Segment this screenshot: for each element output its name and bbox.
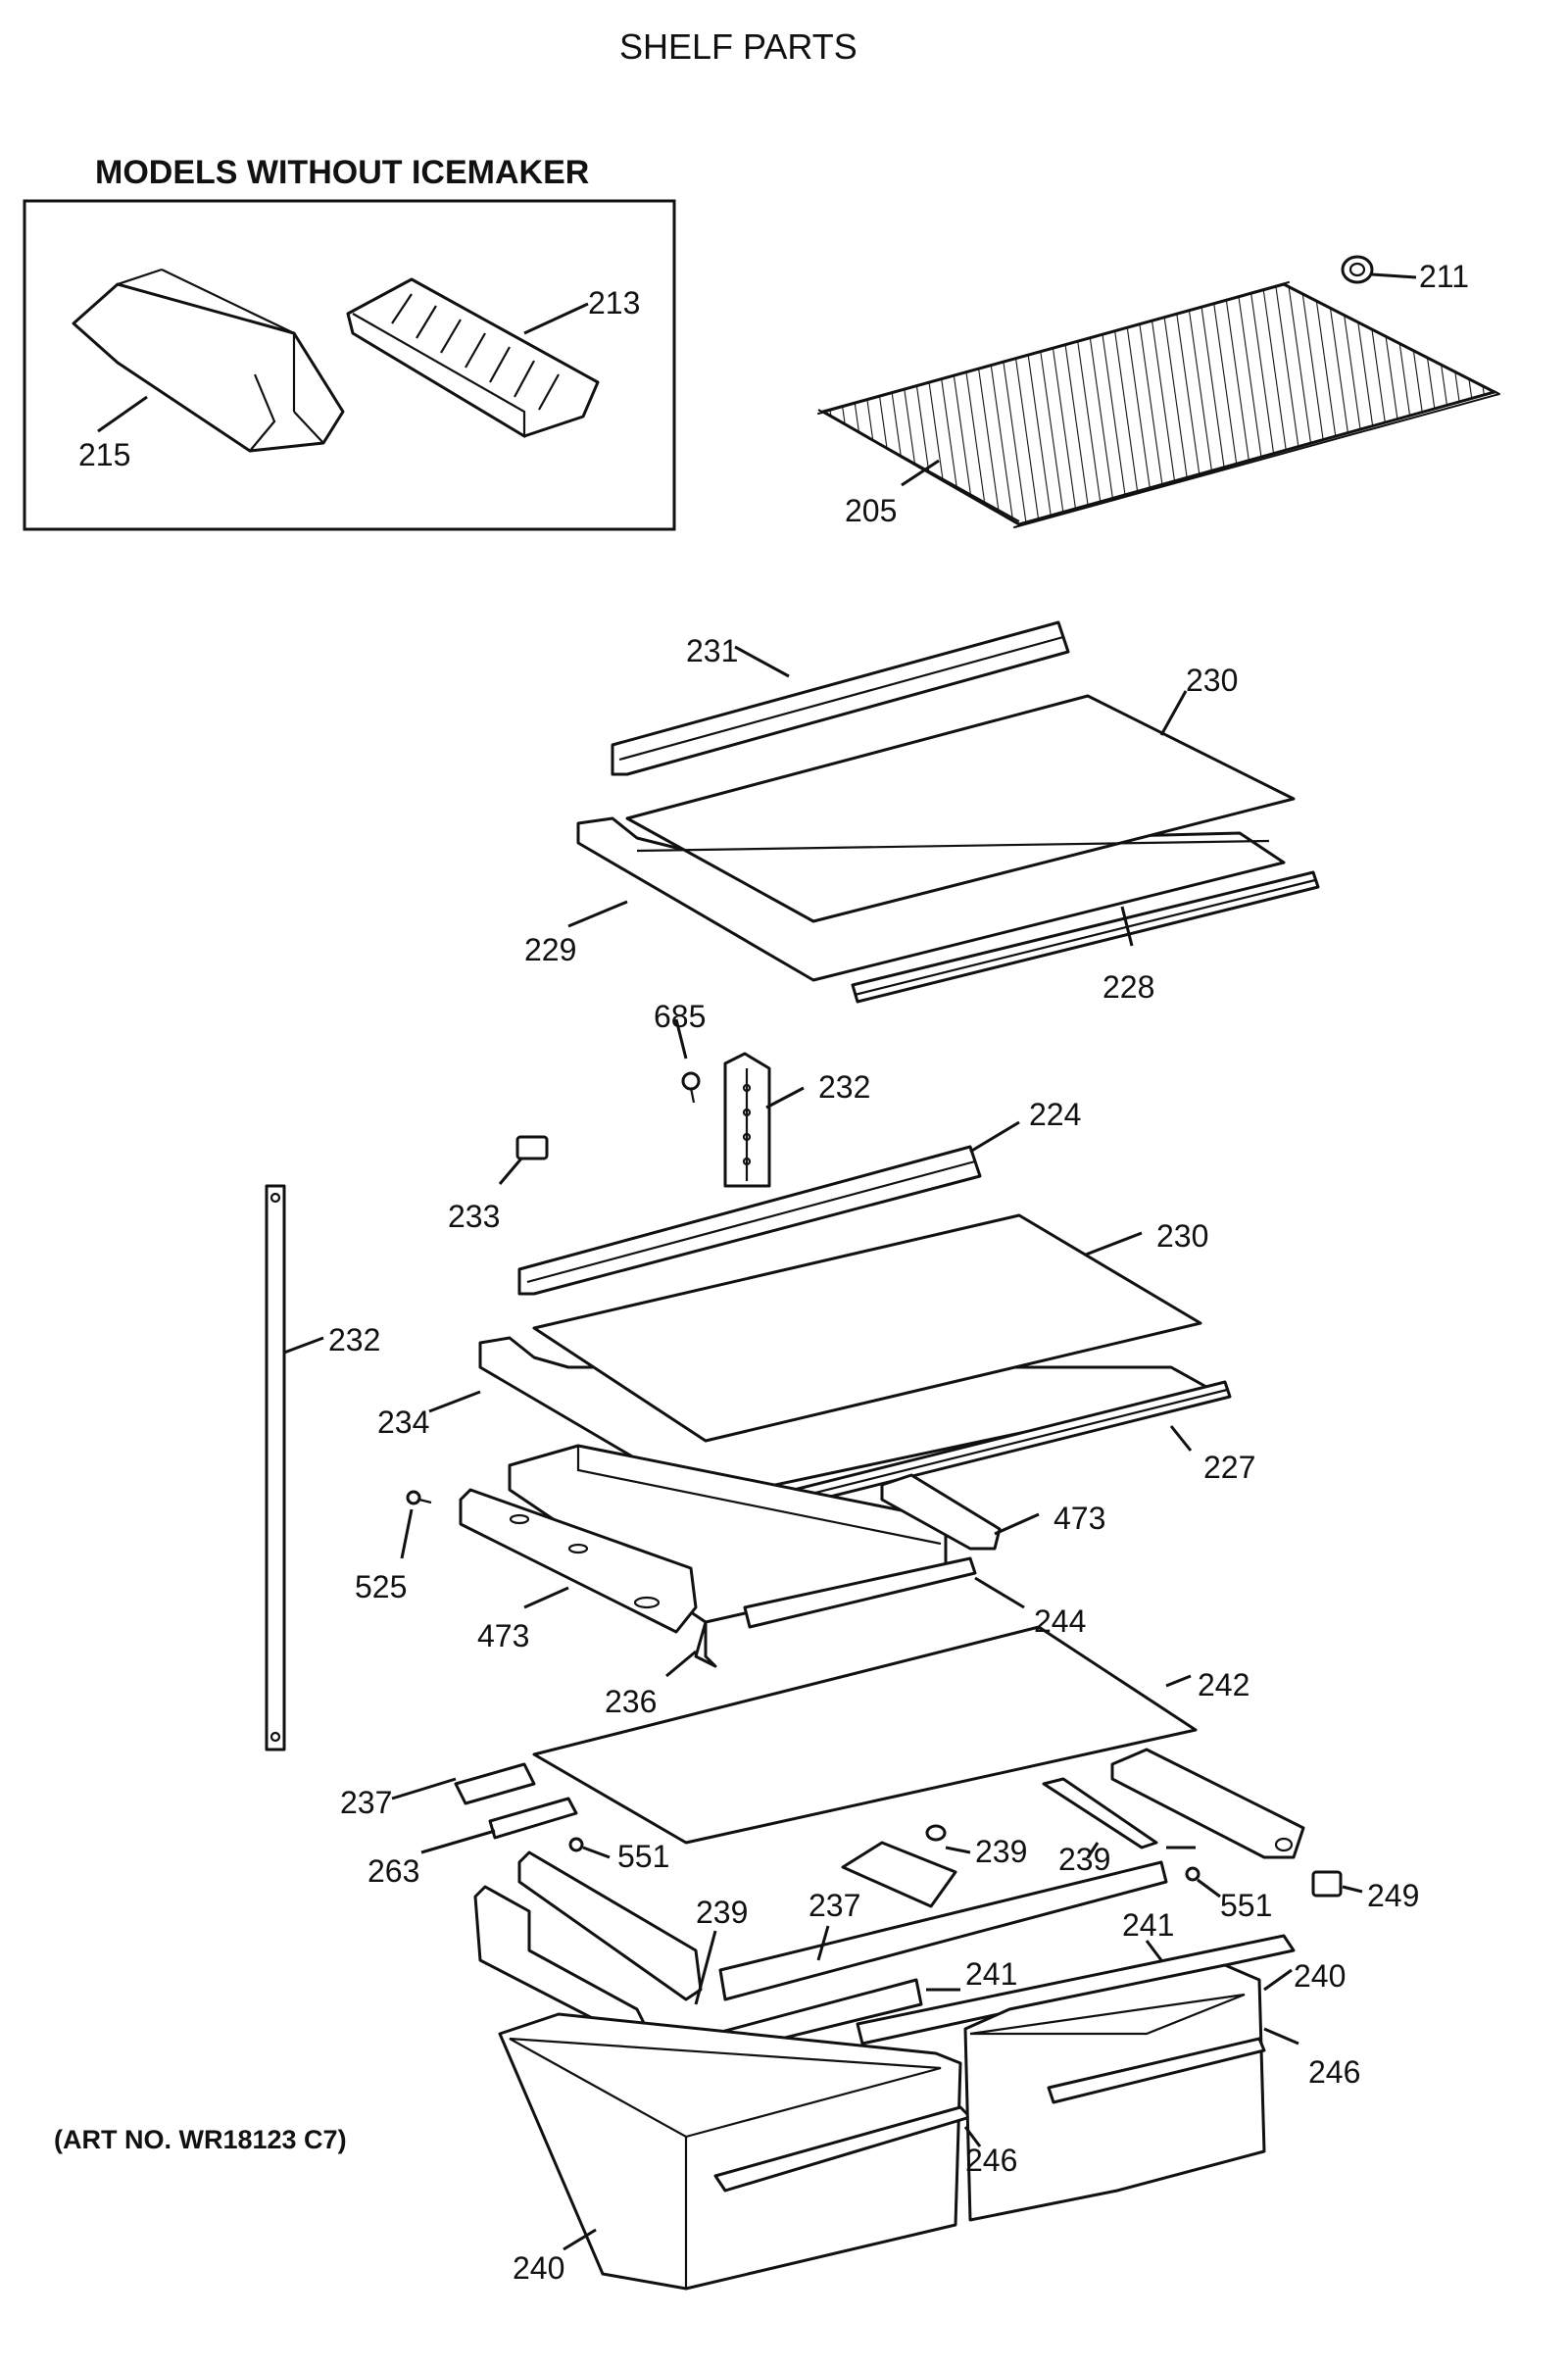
inset-heading: MODELS WITHOUT ICEMAKER (95, 154, 589, 191)
crisper-glass-part (532, 1625, 1198, 1845)
callout-228: 228 (1102, 969, 1154, 1005)
rail-237-right-part (718, 1860, 1168, 2001)
callout-241-right: 241 (1122, 1907, 1174, 1943)
crisper-drawer-right-part (963, 1963, 1266, 2222)
screw-525-part (406, 1490, 432, 1505)
callout-244: 244 (1034, 1603, 1086, 1639)
vertical-rail-part (265, 1184, 286, 1751)
callout-232-lower: 232 (328, 1322, 380, 1357)
callout-249: 249 (1367, 1878, 1419, 1913)
callout-525: 525 (355, 1569, 407, 1604)
callout-240-left: 240 (513, 2250, 564, 2286)
callout-labels: 215 213 211 205 231 230 229 228 685 232 … (78, 259, 1469, 2286)
crisper-drawer-left-part (498, 2012, 972, 2291)
screw-551-left-part (568, 1837, 584, 1852)
callout-263: 263 (368, 1853, 419, 1889)
callout-232-upper: 232 (818, 1069, 870, 1105)
ice-bin-part (72, 268, 345, 453)
callout-551-left: 551 (617, 1839, 669, 1874)
callout-239-right: 239 (1058, 1842, 1110, 1877)
middle-shelf-assembly (478, 1145, 1232, 1516)
rail-241-right-part (856, 1934, 1296, 2046)
left-end-bracket-part (473, 1850, 703, 2041)
diagram-title: SHELF PARTS (619, 26, 858, 67)
crisper-frame-assembly (459, 1444, 1002, 1668)
clip-249-part (1311, 1870, 1343, 1898)
callout-685: 685 (654, 999, 706, 1034)
callout-230-middle: 230 (1156, 1218, 1208, 1254)
callout-236: 236 (605, 1684, 657, 1719)
callout-215: 215 (78, 437, 130, 472)
art-number: (ART NO. WR18123 C7) (54, 2125, 347, 2154)
callout-241-left: 241 (965, 1956, 1017, 1992)
screw-685-part (681, 1071, 701, 1104)
screw-551-right-part (1185, 1866, 1200, 1882)
callout-473-right: 473 (1054, 1501, 1105, 1536)
callout-240-right: 240 (1294, 1958, 1346, 1994)
callout-230-upper: 230 (1186, 663, 1238, 698)
right-slide-rail-part (1110, 1748, 1305, 1859)
callout-237-right: 237 (808, 1888, 860, 1923)
callout-239-center: 239 (975, 1834, 1027, 1869)
callout-246-right: 246 (1308, 2054, 1360, 2090)
callout-205: 205 (845, 493, 897, 528)
callout-211: 211 (1419, 259, 1469, 294)
callout-237-left: 237 (340, 1785, 392, 1820)
callout-234: 234 (377, 1405, 429, 1440)
callout-233: 233 (448, 1199, 500, 1234)
upper-shelf-assembly (576, 620, 1320, 1004)
clip-233-part (515, 1135, 549, 1160)
callout-246-left: 246 (965, 2143, 1017, 2178)
leader-lines (97, 272, 1417, 2251)
rail-237-left-part (454, 1762, 536, 1805)
callout-227: 227 (1203, 1450, 1255, 1485)
wire-shelf-part (817, 281, 1500, 528)
callout-229: 229 (524, 932, 576, 967)
callout-551-right: 551 (1220, 1888, 1272, 1923)
callout-473-left: 473 (477, 1618, 529, 1653)
callout-242: 242 (1198, 1667, 1250, 1702)
callout-231: 231 (686, 633, 738, 668)
ice-tray-part (346, 277, 600, 438)
shelf-cap-part (1341, 255, 1374, 284)
slide-clips-239-part (841, 1777, 1158, 1908)
callout-213: 213 (588, 285, 640, 321)
callout-239-left: 239 (696, 1895, 748, 1930)
inset-frame (23, 199, 676, 531)
rail-263-part (488, 1797, 578, 1840)
vertical-bracket-upper-part (723, 1052, 771, 1188)
callout-224: 224 (1029, 1097, 1081, 1132)
